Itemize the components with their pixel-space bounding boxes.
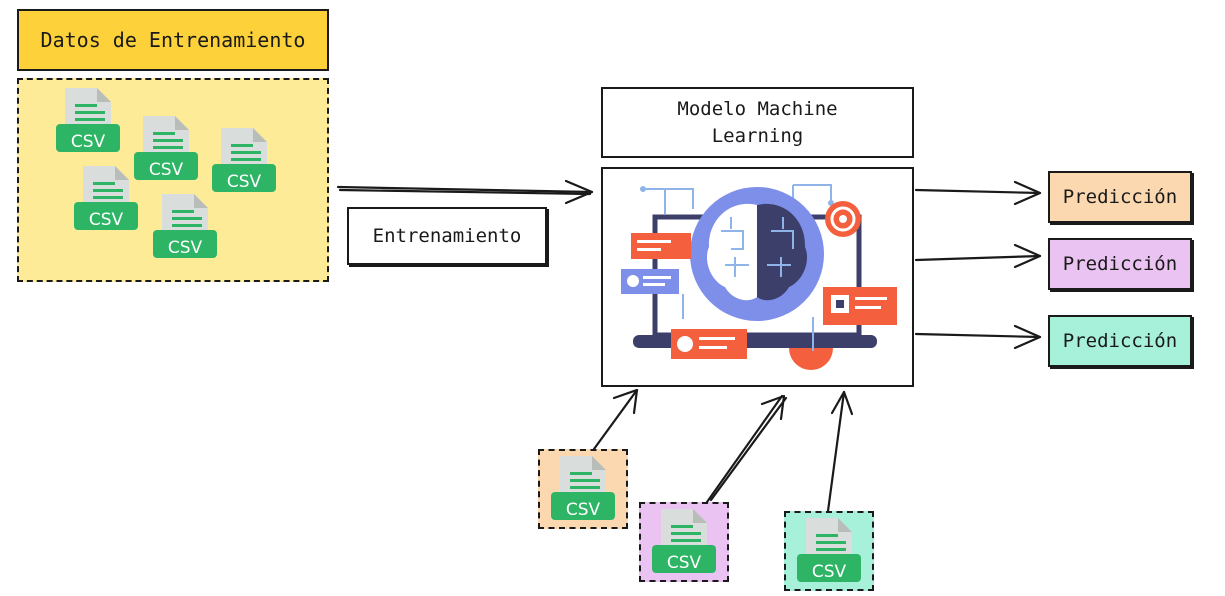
input-arrow-2 [705, 394, 784, 504]
csv-file-icon: CSV [649, 507, 719, 577]
input-arrow-1 [592, 388, 639, 451]
input-data-2: CSV [639, 502, 729, 582]
prediction-arrow-3 [914, 332, 1042, 339]
csv-file-label: CSV [88, 210, 124, 230]
csv-file-icon: CSV [71, 164, 141, 234]
csv-file-icon: CSV [209, 126, 279, 196]
csv-file-label: CSV [666, 553, 702, 573]
training-arrow [336, 185, 594, 194]
prediction-2: Predicción [1048, 238, 1192, 290]
prediction-arrow-1 [914, 188, 1042, 195]
csv-file-icon: CSV [548, 454, 618, 524]
model-illustration [601, 167, 914, 387]
csv-file-icon: CSV [794, 516, 864, 586]
prediction-1: Predicción [1048, 171, 1192, 223]
csv-file-label: CSV [70, 132, 106, 152]
csv-file-label: CSV [565, 500, 601, 520]
csv-file-icon: CSV [53, 86, 123, 156]
prediction-3: Predicción [1048, 315, 1192, 367]
training-label: Entrenamiento [347, 207, 547, 265]
input-data-1: CSV [538, 449, 628, 529]
csv-file-label: CSV [226, 172, 262, 192]
csv-file-label: CSV [167, 238, 203, 258]
model-title: Modelo Machine Learning [601, 87, 914, 158]
input-data-3: CSV [784, 511, 874, 591]
prediction-arrow-2 [914, 254, 1042, 262]
csv-file-label: CSV [811, 562, 847, 582]
csv-file-icon: CSV [150, 192, 220, 262]
csv-file-icon: CSV [131, 114, 201, 184]
arrowhead [564, 179, 594, 205]
training-data-area: CSV CSV CSV CSV CSV [17, 78, 329, 282]
input-arrow-3 [826, 390, 846, 513]
csv-file-label: CSV [148, 160, 184, 180]
brain-laptop-illustration [621, 184, 897, 370]
training-data-title: Datos de Entrenamiento [17, 9, 329, 71]
